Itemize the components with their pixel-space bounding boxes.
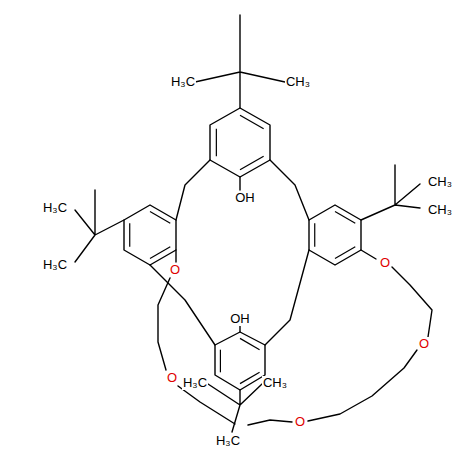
aromatic-double-bond [220, 350, 221, 373]
tert-butyl-bond [208, 384, 262, 432]
methylene-bridge [150, 160, 309, 345]
aromatic-ring [309, 205, 361, 265]
aromatic-double-bond [240, 372, 260, 383]
aromatic-double-bond [129, 223, 130, 246]
atom-label: O [166, 371, 178, 385]
aromatic-double-bond [240, 115, 264, 129]
aromatic-double-bond [335, 212, 355, 224]
atom-label: CH₃ [285, 75, 311, 89]
aromatic-ring [124, 205, 176, 265]
crown-ether-chain [158, 267, 432, 425]
aromatic-double-bond [216, 129, 217, 156]
atom-label: O [418, 337, 430, 351]
aromatic-double-bond [335, 247, 355, 259]
atom-label: CH₃ [262, 376, 288, 390]
atom-label: O [294, 415, 306, 429]
aromatic-ring [210, 108, 270, 177]
atom-label: H₃C [42, 258, 68, 272]
tert-butyl-bond [195, 15, 285, 108]
atom-label: H₃C [170, 75, 196, 89]
atom-label: CH₃ [427, 175, 453, 189]
aromatic-double-bond [150, 212, 170, 224]
tert-butyl-bond [75, 190, 124, 262]
aromatic-double-bond [150, 247, 170, 259]
aromatic-ring [215, 332, 265, 390]
atom-label: OH [234, 191, 256, 205]
atom-label: H₃C [182, 376, 208, 390]
aromatic-double-bond [240, 156, 264, 170]
tert-butyl-bond [361, 165, 420, 220]
atom-label: H₃C [215, 434, 241, 448]
atom-label: H₃C [42, 201, 68, 215]
atom-label: O [169, 263, 181, 277]
atom-label: OH [229, 312, 251, 326]
atom-label: O [379, 256, 391, 270]
aromatic-double-bond [240, 338, 260, 349]
aromatic-double-bond [314, 223, 315, 246]
atom-label: CH₃ [427, 203, 453, 217]
